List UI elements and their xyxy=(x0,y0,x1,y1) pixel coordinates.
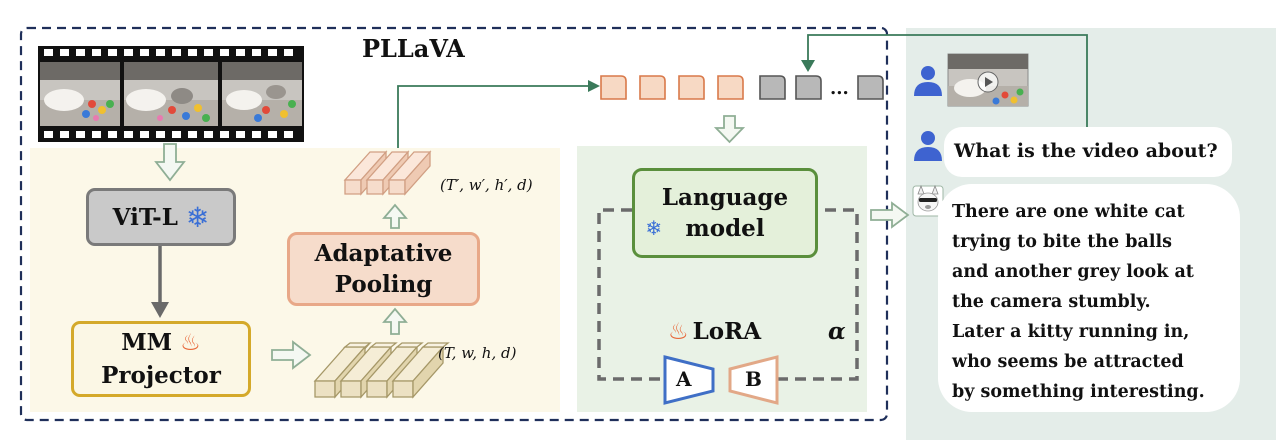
answer-line: Later a kitty running in, xyxy=(952,322,1190,342)
lora-b-matrix xyxy=(728,355,779,405)
visual-token xyxy=(639,75,666,100)
film-sprocket-holes xyxy=(44,49,293,138)
user-icon xyxy=(914,131,942,161)
visual-token xyxy=(717,75,744,100)
lora-a-label: A xyxy=(676,367,692,391)
text-token xyxy=(795,75,822,100)
answer-line: by something interesting. xyxy=(952,382,1205,402)
answer-bubble xyxy=(938,184,1240,412)
token-sequence xyxy=(600,75,884,100)
lora-a-matrix xyxy=(663,355,715,405)
lora-label-group: ♨LoRA xyxy=(668,318,761,345)
tokens-to-llm-arrow xyxy=(713,115,746,144)
video-thumbnail xyxy=(947,53,1029,107)
answer-text: There are one white cat trying to bite t… xyxy=(952,197,1205,407)
mm-projector-block: MM ♨ Projector xyxy=(71,321,251,397)
llm-to-answer-arrow xyxy=(870,201,910,229)
pooled-to-tokens-arrow xyxy=(397,85,592,148)
answer-line: There are one white cat xyxy=(952,202,1185,222)
lora-bypass-path xyxy=(597,208,859,381)
video-filmstrip xyxy=(38,46,304,142)
vit-label: ViT-L xyxy=(112,203,178,231)
language-label-line2: model xyxy=(685,215,765,242)
visual-token xyxy=(600,75,627,100)
answer-line: and another grey look at xyxy=(952,262,1194,282)
text-token xyxy=(759,75,786,100)
input-feature-cuboids xyxy=(313,342,450,399)
features-to-pooling-arrow xyxy=(382,307,408,335)
snowflake-icon: ❄ xyxy=(645,216,663,240)
pooling-label-line1: Adaptative xyxy=(314,239,453,267)
feedback-arrowhead xyxy=(801,60,815,72)
user-icon xyxy=(914,66,942,96)
video-frame-1 xyxy=(40,62,120,126)
fire-icon: ♨ xyxy=(668,319,689,345)
answer-line: who seems be attracted xyxy=(952,352,1184,372)
video-frame-2 xyxy=(124,62,218,126)
hollow-arrows xyxy=(154,115,910,370)
projector-label-line2: Projector xyxy=(101,361,221,389)
lora-label: LoRA xyxy=(692,318,762,345)
lora-b-label: B xyxy=(745,367,762,391)
video-frame-3 xyxy=(222,62,302,126)
answer-line: the camera stumbly. xyxy=(952,292,1151,312)
video-to-vit-arrow xyxy=(154,143,186,182)
diagram-title: PLLaVA xyxy=(362,34,465,63)
snowflake-icon: ❄ xyxy=(185,200,210,234)
pllava-frame xyxy=(19,26,889,422)
bot-icon xyxy=(912,184,944,217)
pooling-to-pooled-arrow xyxy=(382,203,408,229)
lora-alpha-label: α xyxy=(828,318,846,345)
pooled-shape-label: (T′, w′, h′, d) xyxy=(440,176,533,194)
vit-block: ViT-L ❄ xyxy=(86,188,236,246)
token-ellipsis: ... xyxy=(830,78,849,99)
vit-to-projector-arrowhead xyxy=(151,302,169,318)
projector-to-features-arrow xyxy=(271,340,312,370)
language-model-block: Language ❄ model xyxy=(632,168,818,258)
pooled-to-tokens-arrowhead xyxy=(588,80,600,92)
text-token xyxy=(857,75,884,100)
pooling-label-line2: Pooling xyxy=(334,271,433,298)
projector-label-line1: MM xyxy=(121,329,173,357)
feedback-arrow xyxy=(807,34,1088,132)
language-label-line1: Language xyxy=(661,183,789,211)
question-text: What is the video about? xyxy=(954,140,1218,162)
input-shape-label: (T, w, h, d) xyxy=(438,344,517,362)
visual-token xyxy=(678,75,705,100)
question-bubble xyxy=(944,127,1232,177)
adaptive-pooling-block: Adaptative Pooling xyxy=(287,232,480,306)
fire-icon: ♨ xyxy=(180,330,201,357)
answer-line: trying to bite the balls xyxy=(952,232,1172,252)
pooled-feature-cuboids xyxy=(343,150,432,196)
